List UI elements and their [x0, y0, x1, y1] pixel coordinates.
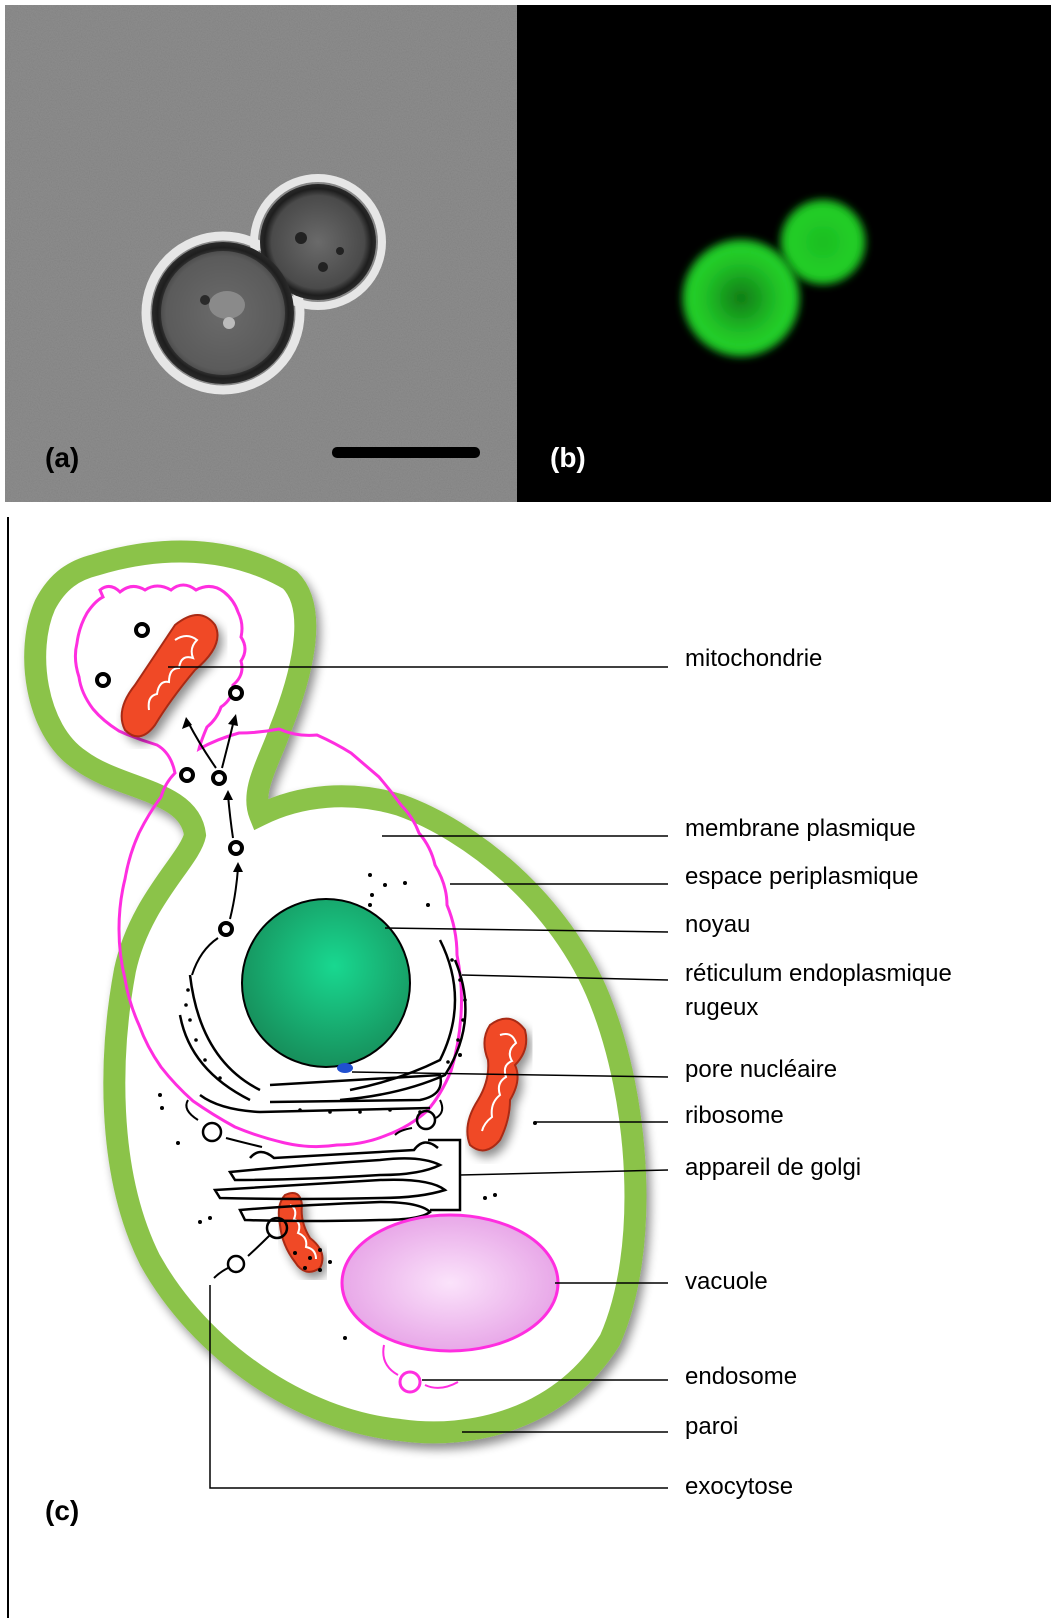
brightfield-image [5, 5, 517, 502]
arrow [222, 720, 234, 768]
vesicle [136, 624, 148, 636]
bud-inclusion [336, 247, 344, 255]
vesicle [230, 842, 242, 854]
plasma-membrane [75, 585, 461, 1147]
leader-exocytose [210, 1285, 668, 1488]
vesicle [213, 772, 225, 784]
arrow [228, 795, 233, 838]
er-cistern [190, 975, 260, 1090]
golgi-cistern [240, 1202, 430, 1221]
er-cistern [200, 1095, 430, 1112]
er-cistern [350, 940, 455, 1090]
leader-noyau [385, 928, 668, 932]
golgi-cistern [230, 1158, 440, 1180]
transport-arrows [188, 720, 238, 975]
scale-bar [332, 447, 480, 458]
vacuole [342, 1215, 558, 1351]
er-cistern [180, 1015, 250, 1100]
golgi-cistern [215, 1180, 445, 1199]
label-membrane-plasmique: membrane plasmique [685, 813, 916, 845]
mother-inclusion [200, 295, 210, 305]
arrow [188, 722, 216, 768]
fluorescence-micrograph-panel: (b) [517, 5, 1051, 502]
mitochondria [122, 615, 527, 1272]
label-espace-periplasmique: espace periplasmique [685, 861, 918, 893]
er-cistern [340, 960, 465, 1100]
nucleus [242, 899, 410, 1067]
leader-reticulum [462, 975, 668, 980]
golgi-bracket [428, 1140, 460, 1210]
label-pore-nucleaire: pore nucléaire [685, 1054, 837, 1086]
vesicle [181, 769, 193, 781]
label-endosome: endosome [685, 1361, 797, 1393]
golgi-cistern [250, 1142, 438, 1158]
er-ribosomes [184, 958, 467, 1114]
golgi-arrows [186, 1100, 442, 1278]
free-ribosomes [158, 873, 537, 1340]
mitochondrion-right [467, 1019, 526, 1151]
label-reticulum-line2: rugeux [685, 992, 758, 1024]
endosome-arrow [425, 1382, 458, 1388]
label-reticulum-line1: réticulum endoplasmique [685, 958, 952, 990]
endosome [400, 1372, 420, 1392]
panel-c-label: (c) [45, 1495, 79, 1527]
vesicle [230, 687, 242, 699]
arrow [192, 938, 218, 975]
label-ribosome: ribosome [685, 1100, 784, 1132]
rough-er [180, 940, 465, 1112]
mitochondrion-lower [279, 1193, 323, 1272]
vacuole-region [209, 291, 245, 319]
label-vacuole: vacuole [685, 1266, 768, 1298]
arrow [230, 868, 238, 919]
bud-inclusion [295, 232, 307, 244]
panel-b-label: (b) [550, 442, 586, 474]
golgi-vesicle [267, 1218, 287, 1238]
bud-inclusion [318, 262, 328, 272]
label-paroi: paroi [685, 1411, 738, 1443]
brightfield-micrograph-panel: (a) [5, 5, 517, 502]
nuclear-pore [337, 1063, 353, 1073]
arrowheads [182, 714, 243, 872]
label-exocytose: exocytose [685, 1471, 793, 1503]
cell-wall [35, 551, 635, 1432]
vesicle [203, 1123, 221, 1141]
vesicle [417, 1111, 435, 1129]
endosome-arrow [383, 1345, 398, 1375]
vesicle [228, 1256, 244, 1272]
mother-inclusion [223, 317, 235, 329]
fluorescent-mother-cell [682, 239, 800, 357]
golgi-apparatus [203, 1111, 460, 1272]
leader-lines [168, 667, 668, 1488]
leader-golgi [460, 1170, 668, 1175]
vesicle [220, 923, 232, 935]
mitochondrion-bud [122, 615, 218, 736]
vesicle [97, 674, 109, 686]
label-noyau: noyau [685, 909, 750, 941]
leader-pore-nucleaire [352, 1072, 668, 1077]
er-cistern [270, 1075, 441, 1102]
bud-vesicles [97, 624, 242, 935]
fluorescence-image [517, 5, 1051, 502]
label-mitochondrie: mitochondrie [685, 643, 822, 675]
label-appareil-de-golgi: appareil de golgi [685, 1152, 861, 1184]
panel-a-label: (a) [45, 442, 79, 474]
